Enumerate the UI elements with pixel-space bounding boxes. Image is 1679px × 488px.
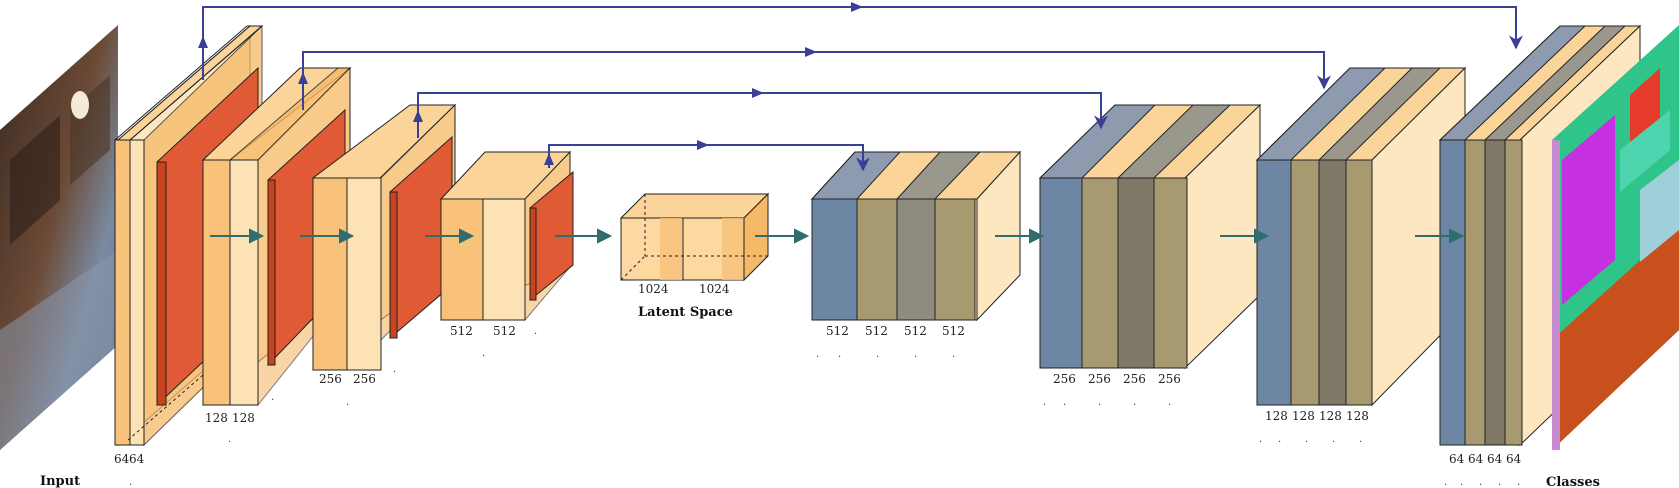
dec1-label-d: 512 [942, 324, 965, 338]
svg-text:.: . [228, 434, 231, 445]
svg-text:.: . [1460, 477, 1463, 488]
decoder-labels: 512 512 512 512 256 256 256 256 128 128 … [826, 324, 1522, 466]
svg-text:.: . [1278, 434, 1281, 445]
svg-text:.: . [129, 477, 132, 488]
svg-text:.: . [1332, 434, 1335, 445]
svg-text:.: . [1168, 397, 1171, 408]
dec2-label-b: 256 [1088, 372, 1111, 386]
enc1-label-a: 64 [114, 452, 130, 466]
dec4-label-c: 64 [1487, 452, 1503, 466]
input-image [0, 25, 118, 450]
encoder-labels: 64 64 128 128 256 256 512 512 [114, 324, 516, 466]
encoder-block-3 [311, 103, 457, 371]
svg-text:.: . [876, 349, 879, 360]
input-caption: Input [40, 474, 80, 488]
enc2-label-b: 128 [232, 411, 255, 425]
latent-labels: 1024 1024 Latent Space [638, 282, 733, 320]
encoder-block-4 [439, 150, 574, 322]
svg-text:.: . [914, 349, 917, 360]
svg-text:.: . [271, 392, 274, 403]
dec4-label-d: 64 [1506, 452, 1522, 466]
enc4-label-b: 512 [493, 324, 516, 338]
dec2-label-a: 256 [1053, 372, 1076, 386]
dec3-label-a: 128 [1265, 409, 1288, 423]
dec3-label-b: 128 [1292, 409, 1315, 423]
dec1-label-c: 512 [904, 324, 927, 338]
dots: . . . . . . . . . . . . . . . . . . . . … [129, 326, 1520, 488]
latent-label-b: 1024 [699, 282, 730, 296]
dec3-label-c: 128 [1319, 409, 1342, 423]
latent-label-a: 1024 [638, 282, 669, 296]
dec3-label-d: 128 [1346, 409, 1369, 423]
flow-arrows [210, 228, 1465, 244]
svg-text:.: . [393, 364, 396, 375]
latent-block [619, 192, 770, 282]
enc2-label-a: 128 [205, 411, 228, 425]
enc3-label-b: 256 [353, 372, 376, 386]
svg-text:.: . [1259, 434, 1262, 445]
svg-text:.: . [1517, 477, 1520, 488]
decoder-block-1 [810, 150, 1022, 322]
svg-text:.: . [1043, 397, 1046, 408]
svg-text:.: . [838, 349, 841, 360]
dec2-label-c: 256 [1123, 372, 1146, 386]
svg-text:.: . [346, 397, 349, 408]
enc4-label-a: 512 [450, 324, 473, 338]
svg-text:.: . [816, 349, 819, 360]
svg-text:.: . [1305, 434, 1308, 445]
svg-text:.: . [952, 349, 955, 360]
svg-text:.: . [1063, 397, 1066, 408]
dec1-label-b: 512 [865, 324, 888, 338]
svg-text:.: . [1133, 397, 1136, 408]
output-segmentation [1552, 25, 1679, 450]
svg-text:.: . [482, 348, 485, 359]
svg-text:.: . [534, 326, 537, 337]
svg-text:.: . [1498, 477, 1501, 488]
svg-text:.: . [1479, 477, 1482, 488]
svg-text:.: . [1098, 397, 1101, 408]
latent-caption: Latent Space [638, 305, 733, 320]
dec4-label-b: 64 [1468, 452, 1484, 466]
svg-text:.: . [1444, 477, 1447, 488]
dec1-label-a: 512 [826, 324, 849, 338]
classes-caption: Classes [1546, 475, 1600, 488]
svg-text:.: . [1359, 434, 1362, 445]
main-captions: Input Classes [40, 474, 1600, 488]
skip-arrow-heads [198, 2, 863, 165]
enc3-label-a: 256 [319, 372, 342, 386]
dec4-label-a: 64 [1449, 452, 1465, 466]
dec2-label-d: 256 [1158, 372, 1181, 386]
enc1-label-b: 64 [129, 452, 145, 466]
